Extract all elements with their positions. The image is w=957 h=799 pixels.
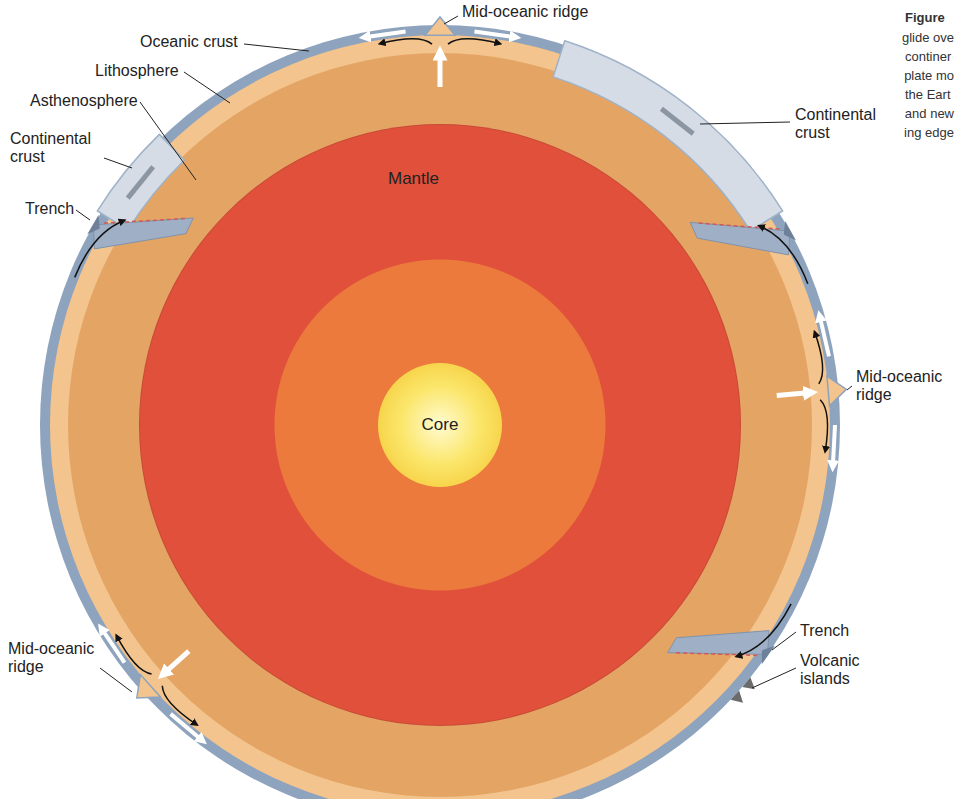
quake-zone-line [698, 223, 779, 229]
subducting-slab-lower [668, 631, 769, 655]
leader-line [100, 668, 132, 692]
part-label: Oceanic crust [140, 33, 238, 51]
lithosphere-ring [50, 35, 830, 799]
core-circle: Core [378, 363, 502, 487]
upwelling-arrow [777, 393, 811, 396]
leader-line [76, 210, 90, 220]
part-label: Trench [25, 200, 74, 218]
region-label: Core [422, 415, 459, 435]
part-label: Volcanic islands [800, 652, 880, 689]
quake-zone-line [104, 219, 185, 224]
leader-line [752, 668, 796, 688]
spreading-arrow [815, 332, 823, 384]
continental-crust-left [97, 134, 184, 230]
oceanic-crust-ring [40, 25, 840, 799]
caption-fragment: Figure [905, 10, 945, 25]
subduction-arrow [736, 604, 791, 657]
subduction-arrow [759, 226, 808, 284]
mantle-edge [139, 124, 741, 726]
plate-motion-arrow [101, 628, 124, 662]
caption-fragment: the Eart [905, 87, 951, 102]
leader-line [444, 16, 458, 24]
upwelling-arrow [438, 53, 443, 87]
leader-line [772, 632, 796, 650]
plate-motion-arrow [833, 425, 835, 466]
part-label: Mid-oceanic ridge [462, 3, 588, 21]
caption-fragment: continer [905, 49, 951, 64]
spreading-arrow [448, 39, 500, 44]
subducting-slab-left [94, 218, 194, 249]
part-label: Mid-oceanic ridge [856, 368, 952, 405]
upwelling-arrow [164, 651, 189, 674]
continent-motion-arrow [128, 167, 153, 198]
part-label: Trench [800, 622, 849, 640]
spreading-arrow [820, 400, 827, 452]
trench-notch [87, 215, 99, 234]
leader-line [244, 44, 309, 51]
leader-line [184, 72, 230, 103]
leader-line [104, 158, 132, 168]
plate-motion-arrow [820, 316, 829, 356]
part-label: Lithosphere [95, 62, 179, 80]
continent-motion-arrow [661, 109, 693, 134]
plate-motion-arrow [365, 32, 406, 38]
caption-fragment: plate mo [904, 68, 954, 83]
spreading-arrow [116, 635, 151, 674]
mantle-region: MantleCore [140, 125, 740, 725]
part-label: Mid-oceanic ridge [8, 640, 104, 677]
subduction-arrow [75, 220, 125, 277]
leader-line [140, 102, 196, 180]
region-label: Mantle [388, 169, 439, 189]
leader-line [700, 122, 790, 124]
leader-line [847, 386, 852, 390]
plate-motion-arrow [474, 32, 515, 38]
plate-motion-arrow [171, 714, 203, 741]
ridge-crest [137, 675, 161, 698]
part-label: Continental crust [10, 130, 106, 167]
trench-notch [784, 221, 796, 241]
part-label: Asthenosphere [30, 92, 138, 110]
part-label: Continental crust [795, 106, 891, 143]
volcanic-island [731, 691, 743, 703]
trench-notch [762, 646, 775, 664]
ridge-crest [827, 376, 847, 406]
subducting-slab-right [690, 222, 790, 255]
caption-fragment: ing edge [904, 125, 954, 140]
spreading-arrow [380, 39, 432, 44]
caption-fragment: glide ove [902, 30, 954, 45]
caption-fragment: and new [905, 106, 954, 121]
